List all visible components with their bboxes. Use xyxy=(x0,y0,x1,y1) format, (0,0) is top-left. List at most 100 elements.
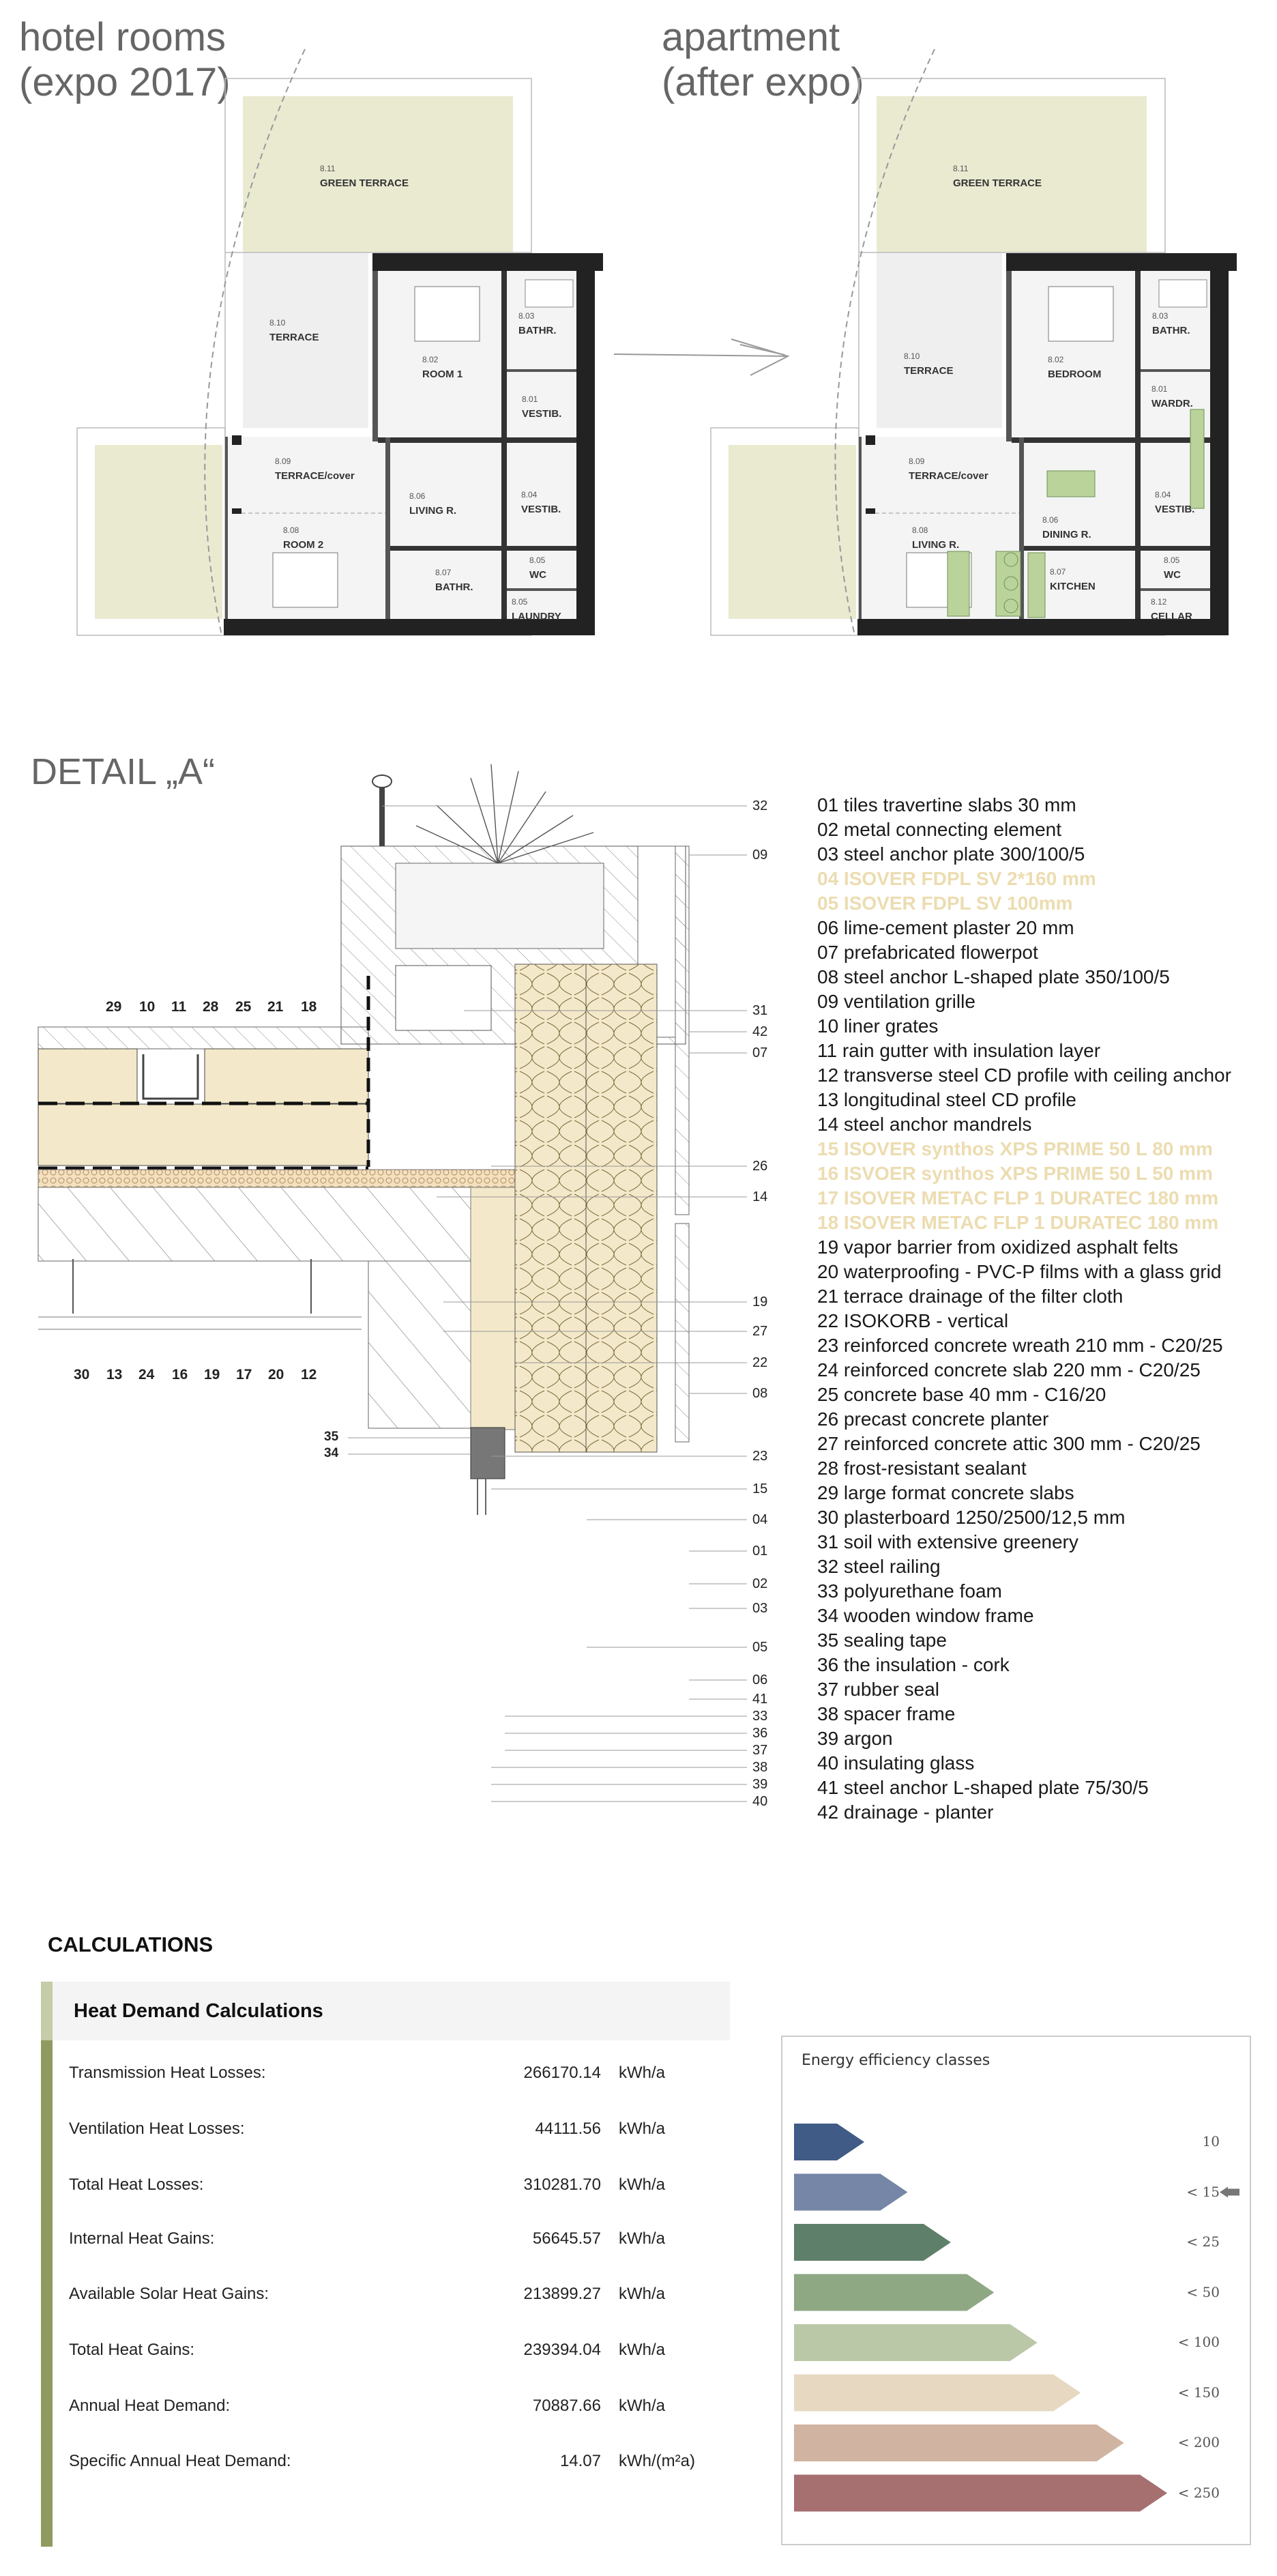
legend-item: 07 prefabricated flowerpot xyxy=(817,942,1038,963)
calc-unit: kWh/a xyxy=(619,2229,666,2248)
legend-item: 05 ISOVER FDPL SV 100mm xyxy=(817,893,1073,914)
callout-right: 02 xyxy=(752,1576,768,1591)
callout-top: 28 xyxy=(203,999,219,1015)
callout-right: 15 xyxy=(752,1481,768,1496)
room-number: 8.09 xyxy=(275,457,291,466)
energy-class-bar xyxy=(794,2124,864,2160)
room-name: WARDR. xyxy=(1151,398,1193,409)
callout-right: 26 xyxy=(752,1159,768,1174)
callout-window: 34 xyxy=(324,1446,339,1460)
callout-bottom: 12 xyxy=(301,1367,317,1383)
callout-right: 09 xyxy=(752,848,768,863)
room-number: 8.07 xyxy=(1050,567,1066,577)
callout-right: 40 xyxy=(752,1794,768,1809)
legend-item: 37 rubber seal xyxy=(817,1679,940,1700)
callout-right: 31 xyxy=(752,1003,768,1018)
legend-item: 04 ISOVER FDPL SV 2*160 mm xyxy=(817,868,1096,889)
legend-item: 33 polyurethane foam xyxy=(817,1580,1002,1602)
room-name: TERRACE/cover xyxy=(909,470,988,482)
legend-item: 25 concrete base 40 mm - C16/20 xyxy=(817,1384,1106,1405)
legend-item: 38 spacer frame xyxy=(817,1703,956,1724)
callout-bottom: 19 xyxy=(204,1367,220,1383)
callout-top: 10 xyxy=(139,999,156,1015)
calc-value: 213899.27 xyxy=(523,2285,601,2303)
calc-unit: kWh/a xyxy=(619,2397,666,2415)
callout-bottom: 17 xyxy=(236,1367,252,1383)
callout-right: 08 xyxy=(752,1386,768,1401)
floor-plans-drawing xyxy=(76,48,1237,636)
legend-item: 27 reinforced concrete attic 300 mm - C2… xyxy=(817,1433,1201,1454)
energy-class-label: < 25 xyxy=(1186,2233,1220,2250)
room-name: DINING R. xyxy=(1042,529,1091,540)
callout-right: 23 xyxy=(752,1449,768,1464)
panel-accent-bar xyxy=(41,2040,53,2547)
legend-item: 16 ISVOER synthos XPS PRIME 50 L 50 mm xyxy=(817,1163,1213,1184)
energy-class-bar xyxy=(794,2224,951,2261)
apartment-floor-plan xyxy=(710,78,1237,636)
room-number: 8.11 xyxy=(953,164,969,173)
callout-right: 38 xyxy=(752,1760,768,1775)
room-name: BATHR. xyxy=(518,325,557,336)
energy-class-label: < 200 xyxy=(1177,2434,1220,2450)
legend-item: 41 steel anchor L-shaped plate 75/30/5 xyxy=(817,1777,1149,1798)
callout-right: 39 xyxy=(752,1777,768,1792)
construction-detail-drawing xyxy=(38,764,747,1802)
callout-right: 41 xyxy=(752,1692,768,1707)
calc-unit: kWh/(m²a) xyxy=(619,2452,695,2470)
legend-item: 42 drainage - planter xyxy=(817,1801,994,1823)
energy-class-bar xyxy=(794,2374,1081,2412)
energy-classes-title: Energy efficiency classes xyxy=(802,2052,990,2069)
room-number: 8.06 xyxy=(1042,515,1059,525)
legend-item: 29 large format concrete slabs xyxy=(817,1482,1074,1503)
calc-unit: kWh/a xyxy=(619,2064,666,2082)
calc-label: Internal Heat Gains: xyxy=(69,2229,215,2248)
room-number: 8.08 xyxy=(283,525,299,535)
callout-top: 29 xyxy=(106,999,122,1015)
legend-item: 02 metal connecting element xyxy=(817,819,1061,840)
room-name: TERRACE/cover xyxy=(275,470,355,482)
room-name: WC xyxy=(529,569,546,581)
energy-class-bar xyxy=(794,2274,995,2311)
room-name: LIVING R. xyxy=(409,505,457,517)
callout-top: 21 xyxy=(267,999,284,1015)
legend-item: 30 plasterboard 1250/2500/12,5 mm xyxy=(817,1507,1126,1528)
room-number: 8.10 xyxy=(269,318,286,328)
room-number: 8.08 xyxy=(912,525,928,535)
callout-right: 01 xyxy=(752,1544,768,1559)
legend-item: 21 terrace drainage of the filter cloth xyxy=(817,1286,1124,1307)
room-name: ROOM 1 xyxy=(422,368,463,380)
calc-label: Total Heat Gains: xyxy=(69,2341,195,2359)
room-name: VESTIB. xyxy=(522,408,562,420)
callout-top: 11 xyxy=(171,999,187,1015)
calc-unit: kWh/a xyxy=(619,2341,666,2359)
callout-bottom: 30 xyxy=(74,1367,90,1383)
callout-window: 35 xyxy=(324,1430,339,1444)
room-number: 8.05 xyxy=(529,555,546,565)
room-number: 8.01 xyxy=(1151,384,1168,394)
callout-right: 03 xyxy=(752,1601,768,1616)
legend-item: 06 lime-cement plaster 20 mm xyxy=(817,917,1074,938)
calc-unit: kWh/a xyxy=(619,2175,666,2194)
room-number: 8.05 xyxy=(1164,555,1180,565)
energy-class-bar xyxy=(794,2474,1167,2512)
energy-class-label: < 100 xyxy=(1177,2334,1220,2350)
callout-bottom: 13 xyxy=(106,1367,123,1383)
calc-unit: kWh/a xyxy=(619,2285,666,2303)
legend-item: 34 wooden window frame xyxy=(817,1605,1034,1626)
